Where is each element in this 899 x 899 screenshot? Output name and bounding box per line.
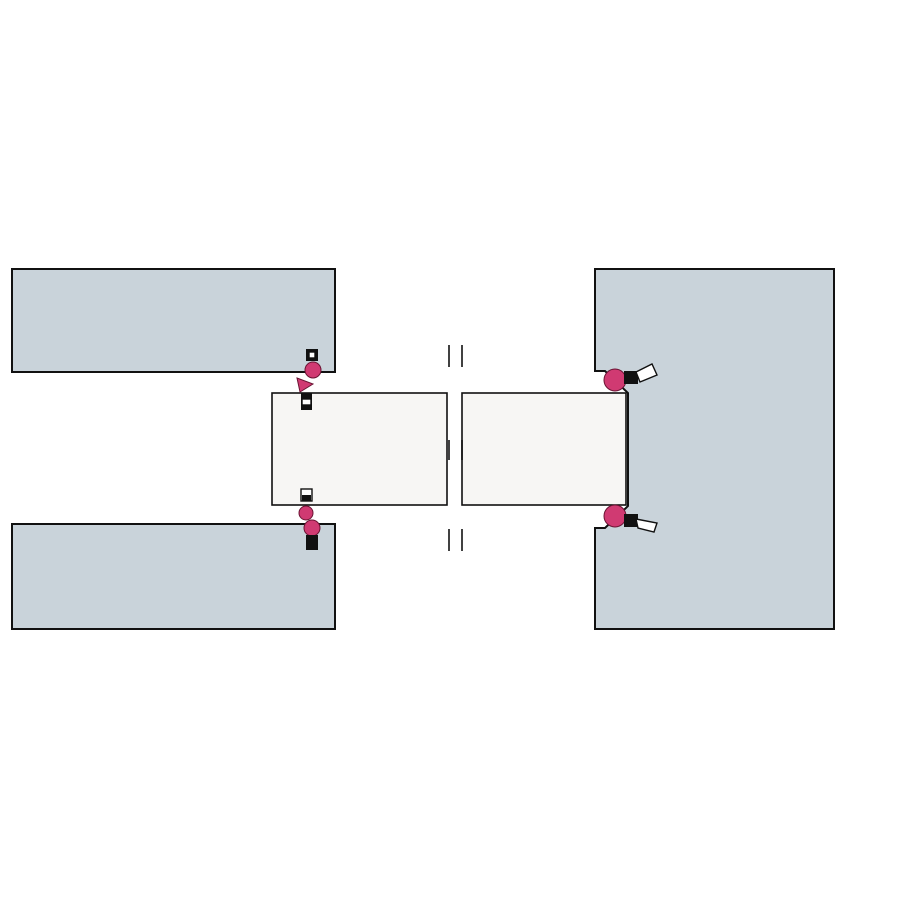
pipe-left-segment — [271, 392, 448, 506]
right-block — [594, 268, 835, 630]
seal-top-left — [296, 349, 322, 410]
left-lower-block — [11, 523, 336, 630]
seal-top-right — [603, 363, 658, 392]
seal-bottom-left — [298, 488, 321, 550]
break-marks — [448, 345, 463, 551]
seal-bottom-right — [603, 504, 658, 533]
left-upper-block — [11, 268, 336, 373]
pipe-right-segment — [461, 392, 627, 506]
